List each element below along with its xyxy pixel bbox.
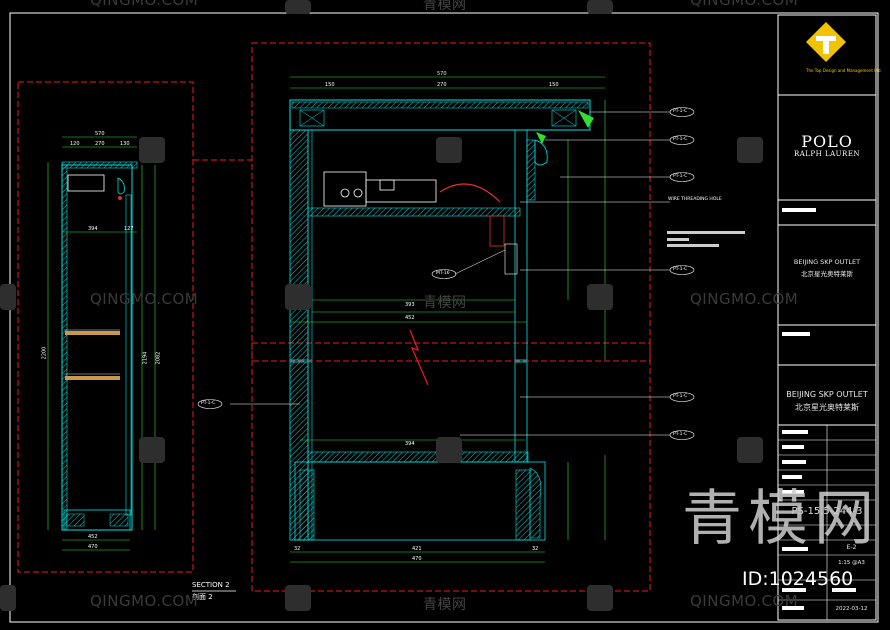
watermark-logo-icons [0,0,763,611]
scale: 1:15 @A3 [838,560,865,566]
dim-left-sub: 120 [70,141,80,147]
sheet-number: E-2 [846,544,857,551]
watermark-text: QINGMO.COM [690,592,799,610]
watermark-text: QINGMO.COM [90,592,199,610]
watermark-text: QINGMO.COM [690,290,799,308]
dim-left-side: 2200 [41,346,48,360]
watermark-id: ID:1024560 [742,568,854,590]
pt-tag: PT-1-C [673,432,688,437]
brand-subname: RALPH LAUREN [793,150,861,158]
logo-caption: The Top Design and Management Ltd. [806,68,882,73]
dim-bottom-sub: 32 [294,546,301,552]
watermark-big-cn: 青模网 [682,484,880,554]
main-section-upper [289,76,606,361]
pt-tag: PT-1-C [201,401,216,406]
watermark-text: QINGMO.COM [90,290,199,308]
dim-bottom-total: 470 [412,556,422,562]
left-view-frame [17,81,194,573]
dim-right-side: 2194 [142,351,149,365]
main-view-frame-lower [251,342,651,592]
dim-top-sub: 270 [437,82,447,88]
section-title-cn: 剖面 2 [192,593,213,601]
main-view-frame-upper [251,42,651,362]
watermark-text: QINGMO.COM [90,0,199,9]
title-block [777,14,877,621]
dim-top-total: 570 [437,71,447,77]
watermark-text-cn: 青模网 [423,597,467,613]
dim-top-sub: 150 [325,82,335,88]
dim-right-side: 2082 [155,351,162,365]
watermark-text: QINGMO.COM [690,0,799,9]
dim-mid: 452 [405,315,415,321]
dim-bottom-sub: 421 [412,546,422,552]
pt-tag: PT-1-C [673,267,688,272]
dim-bottom-sub: 32 [532,546,539,552]
mt-tag: MT-16 [436,271,450,276]
company-logo-icon [806,22,846,62]
pt-tag: PT-1-C [673,109,688,114]
dim-top-sub: 150 [549,82,559,88]
pt-tags [197,107,695,440]
break-symbol [409,329,429,386]
drawing-date: 2022-03-12 [835,606,868,612]
project-name-en-2: BEIJING SKP OUTLET [786,390,868,399]
watermark-text-cn: 青模网 [423,0,467,13]
project-name-cn: 北京星光奥特莱斯 [801,270,853,278]
leader-lines [230,111,745,436]
project-name-cn-2: 北京星光奥特莱斯 [795,403,859,412]
pt-tag: PT-1-C [673,394,688,399]
dim-mid: 394 [88,226,98,232]
project-name-en: BEIJING SKP OUTLET [793,258,861,266]
pt-tag: PT-1-C [673,137,688,142]
pt-tag: PT-1-C [673,174,688,179]
dim-mid: 394 [405,441,415,447]
dim-left-sub: 130 [120,141,130,147]
drawing-number: PS-15.5-244-3 [791,506,863,517]
dim-left-top: 570 [95,131,105,137]
main-section-lower [289,361,606,563]
left-section-drawing [47,136,156,551]
dim-left-sub: 270 [95,141,105,147]
section-title: SECTION 2 [192,581,230,589]
watermark-text-cn: 青模网 [423,295,467,311]
brand-name: POLO [801,132,853,151]
dim-mid: 393 [405,302,415,308]
wire-hole-note: WIRE THREADING HOLE [668,197,722,202]
dim-mid: 127 [124,226,134,232]
dim-left-bottom: 470 [88,544,98,550]
sheet-border [9,12,879,623]
dim-left-bottom: 452 [88,534,98,540]
